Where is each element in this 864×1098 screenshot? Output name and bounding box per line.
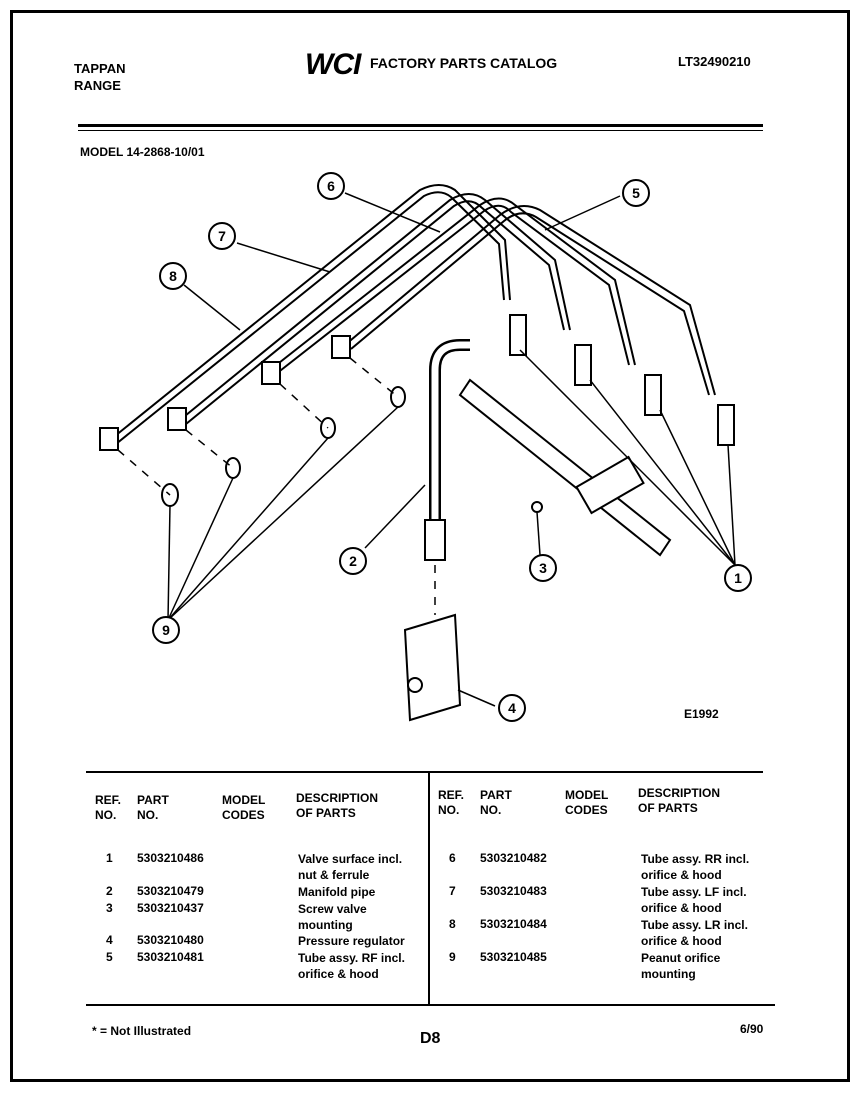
manifold-bracket [575, 455, 645, 515]
callout-circles [152, 172, 752, 722]
th-ref-left: REF.NO. [95, 793, 122, 822]
brand-block: TAPPAN RANGE [74, 60, 126, 94]
drawing-number: E1992 [684, 707, 719, 721]
tube-assy-lf [179, 193, 571, 425]
orifice-hood-lf [167, 407, 187, 431]
orifice-hood-rf [331, 335, 351, 359]
callout-1: 1 [734, 570, 742, 586]
tube-assy-lr [109, 184, 511, 445]
callout-5: 5 [632, 185, 640, 201]
callout-3: 3 [539, 560, 547, 576]
callout-8: 8 [169, 268, 177, 284]
not-illustrated-note: * = Not Illustrated [92, 1024, 192, 1038]
pipe-thread [424, 519, 446, 561]
leader-lines [167, 192, 736, 707]
page-number: D8 [420, 1030, 441, 1047]
callout-4: 4 [508, 700, 516, 716]
catalog-title: FACTORY PARTS CATALOG [370, 55, 558, 71]
surface-valves [509, 314, 735, 446]
tube-assy-rf [344, 205, 716, 396]
table-top-rule [86, 771, 763, 773]
tube-assy-rr [269, 197, 636, 375]
assembly-lines [117, 357, 436, 615]
callout-9: 9 [162, 622, 170, 638]
callout-7: 7 [218, 228, 226, 244]
page-frame [10, 10, 850, 1082]
orifice-hood-rr [261, 361, 281, 385]
product-type: RANGE [74, 78, 121, 93]
brand-name: TAPPAN [74, 61, 126, 76]
orifice-hood-lr [99, 427, 119, 451]
callout-6: 6 [327, 178, 335, 194]
revision-date: 6/90 [740, 1022, 764, 1036]
header-rule [78, 124, 763, 127]
parts-diagram: 1 2 3 4 5 6 7 8 9 [99, 172, 752, 722]
valve-screw [531, 501, 543, 513]
catalog-number: LT32490210 [678, 54, 751, 69]
callout-2: 2 [349, 553, 357, 569]
pressure-regulator [403, 613, 462, 722]
th-ref-right: REF.NO. [438, 788, 465, 817]
table-divider [428, 773, 430, 1004]
wci-logo: WCI [305, 48, 361, 81]
table-bottom-rule [86, 1004, 775, 1006]
header-rule-thin [78, 130, 763, 131]
model-number: MODEL 14-2868-10/01 [80, 145, 205, 159]
